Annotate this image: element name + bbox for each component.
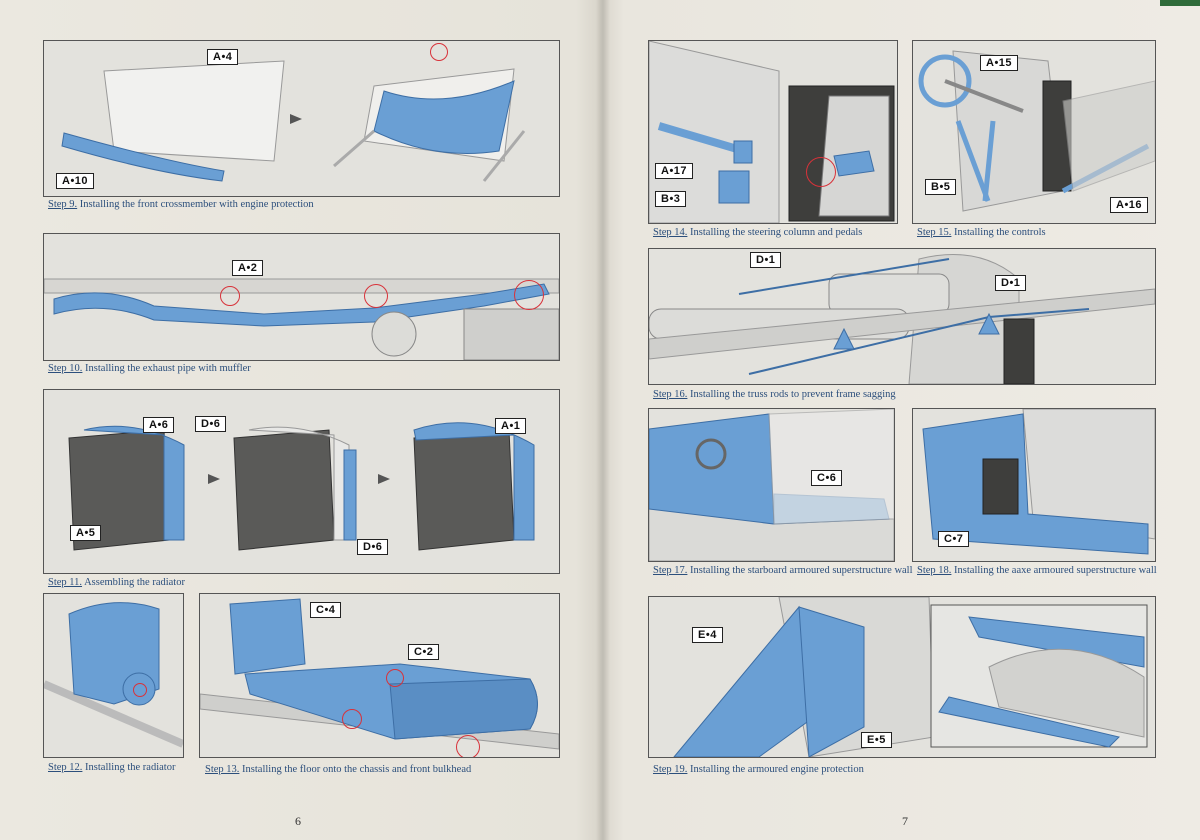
part-label-b5: B•5 [925,179,957,195]
step-text: Installing the exhaust pipe with muffler [85,363,251,374]
step-9-panel: A•4 A•10 [43,40,560,197]
step-text: Installing the aaxe armoured superstruct… [954,565,1157,576]
step-15-illustration [918,50,1155,212]
part-label-c4: C•4 [310,602,342,618]
part-label-b3: B•3 [655,191,687,207]
step-text: Assembling the radiator [84,577,185,588]
step-text: Installing the truss rods to prevent fra… [690,389,896,400]
part-label-d6-top: D•6 [195,416,227,432]
part-label-a6: A•6 [143,417,175,433]
step-text: Installing the armoured engine protectio… [690,764,864,775]
step-16-panel: D•1 D•1 [648,248,1156,385]
step-10-illustration [44,278,559,360]
step-19-illustration [673,597,1148,757]
step-15-panel: A•15 B•5 A•16 [912,40,1156,224]
part-label-e4: E•4 [692,627,723,643]
part-label-a2: A•2 [232,260,264,276]
step-12-illustration [44,602,183,748]
part-label-a16: A•16 [1110,197,1149,213]
step-14-caption: Step 14. Installing the steering column … [653,227,862,239]
step-number: Step 15. [917,227,952,238]
step-11-panel: A•6 D•6 A•1 A•5 D•6 [43,389,560,574]
attachment-marker [456,735,480,757]
step-19-caption: Step 19. Installing the armoured engine … [653,764,864,776]
step-17-illustration [649,409,894,561]
part-label-c2: C•2 [408,644,440,660]
step-13-caption: Step 13. Installing the floor onto the c… [205,764,471,776]
step-number: Step 10. [48,363,83,374]
step-12-caption: Step 12. Installing the radiator [48,762,175,774]
step-number: Step 13. [205,764,240,775]
part-label-d1-left: D•1 [750,252,782,268]
step-text: Installing the controls [954,227,1046,238]
attachment-marker [430,43,448,61]
step-text: Installing the front crossmember with en… [79,199,314,210]
part-label-c7: C•7 [938,531,970,547]
sequence-arrow-icon [208,474,220,484]
step-text: Installing the floor onto the chassis an… [242,764,472,775]
step-14-illustration [649,41,895,223]
attachment-marker [342,709,362,729]
step-number: Step 17. [653,565,688,576]
step-15-caption: Step 15. Installing the controls [917,227,1046,239]
part-label-d6-bottom: D•6 [357,539,389,555]
step-18-caption: Step 18. Installing the aaxe armoured su… [917,565,1157,577]
part-label-a1: A•1 [495,418,527,434]
step-10-caption: Step 10. Installing the exhaust pipe wit… [48,363,251,375]
page-number-right: 7 [902,814,908,828]
step-number: Step 9. [48,199,78,210]
part-label-a5: A•5 [70,525,102,541]
sequence-arrow-icon [378,474,390,484]
step-17-caption: Step 17. Installing the starboard armour… [653,565,913,577]
step-text: Installing the radiator [85,762,176,773]
part-label-a15: A•15 [980,55,1019,71]
step-11-illustration [68,422,535,551]
step-18-illustration [922,409,1155,555]
step-16-illustration [649,254,1155,384]
step-18-panel: C•7 [912,408,1156,562]
attachment-marker [220,286,240,306]
step-number: Step 19. [653,764,688,775]
step-10-panel: A•2 [43,233,560,361]
sequence-arrow-icon [290,114,302,124]
background-edge [1160,0,1200,6]
step-17-panel: C•6 [648,408,895,562]
part-label-c6: C•6 [811,470,843,486]
attachment-marker [386,669,404,687]
step-number: Step 11. [48,577,83,588]
step-number: Step 14. [653,227,688,238]
step-number: Step 16. [653,389,688,400]
step-14-panel: A•17 B•3 [648,40,898,224]
part-label-a10: A•10 [56,173,95,189]
step-16-caption: Step 16. Installing the truss rods to pr… [653,389,896,401]
attachment-marker [806,157,836,187]
part-label-e5: E•5 [861,732,892,748]
part-label-d1-right: D•1 [995,275,1027,291]
step-9-illustration [61,60,526,182]
attachment-marker [514,280,544,310]
step-number: Step 12. [48,762,83,773]
part-label-a17: A•17 [655,163,694,179]
step-12-panel [43,593,184,758]
part-label-a4: A•4 [207,49,239,65]
step-9-caption: Step 9. Installing the front crossmember… [48,199,314,211]
book-gutter [596,0,610,840]
step-19-panel: E•4 E•5 [648,596,1156,758]
step-13-illustration [200,598,559,750]
step-text: Installing the starboard armoured supers… [690,565,913,576]
attachment-marker [133,683,147,697]
attachment-marker [364,284,388,308]
step-number: Step 18. [917,565,952,576]
page-number-left: 6 [295,814,301,828]
step-11-caption: Step 11. Assembling the radiator [48,577,185,589]
step-13-panel: C•4 C•2 [199,593,560,758]
step-text: Installing the steering column and pedal… [690,227,863,238]
